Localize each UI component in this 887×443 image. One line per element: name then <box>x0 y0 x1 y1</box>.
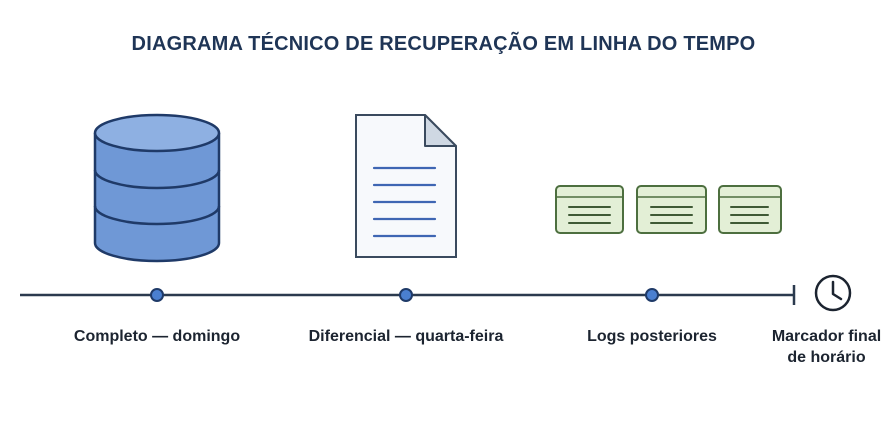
log-file-2 <box>636 185 707 234</box>
log-file-3 <box>718 185 782 234</box>
milestone-label-logs: Logs posteriores <box>587 328 717 345</box>
end-marker-label: Marcador final de horário <box>771 328 882 366</box>
timeline-node-differential <box>399 288 413 302</box>
milestone-label-differential: Diferencial — quarta-feira <box>308 328 504 345</box>
database-icon <box>93 113 221 263</box>
document-icon <box>355 114 457 258</box>
milestone-label-full: Completo — domingo <box>73 328 241 345</box>
clock-icon <box>814 274 852 312</box>
timeline-node-full <box>150 288 164 302</box>
log-file-1 <box>555 185 624 234</box>
log-files-icon <box>555 185 782 234</box>
timeline-node-logs <box>645 288 659 302</box>
diagram-title: DIAGRAMA TÉCNICO DE RECUPERAÇÃO EM LINHA… <box>131 33 756 55</box>
